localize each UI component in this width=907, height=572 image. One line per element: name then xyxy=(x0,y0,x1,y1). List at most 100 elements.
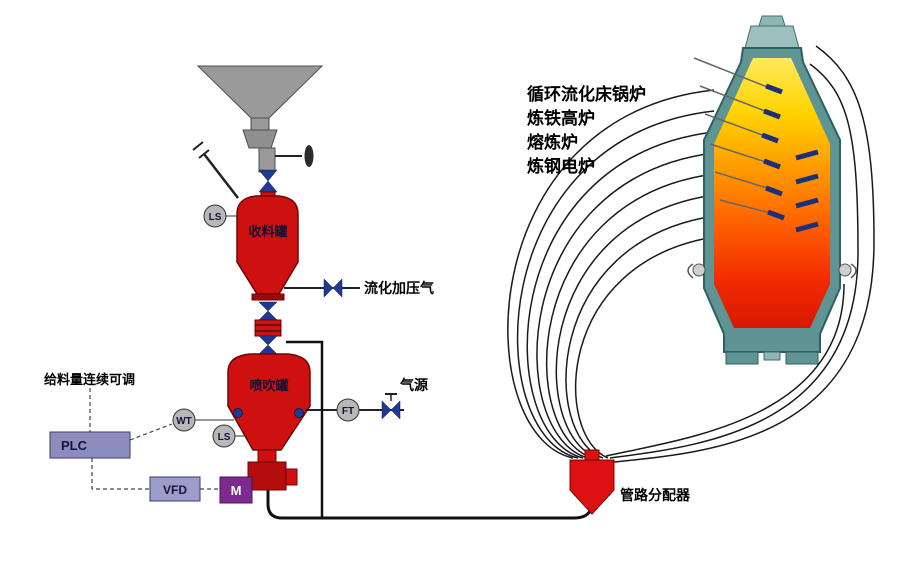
tuyere xyxy=(795,197,819,209)
distribution-pipe xyxy=(565,215,715,459)
inlet-valve-icon xyxy=(258,169,278,182)
signal-line xyxy=(91,458,150,490)
source-valve-icon xyxy=(381,400,392,420)
handwheel-valve xyxy=(304,145,314,167)
distribution-pipe xyxy=(507,89,715,459)
rotary-feeder xyxy=(247,461,287,491)
feed-hopper xyxy=(192,65,324,199)
fluidizing-nozzle xyxy=(233,408,243,418)
motor-label: M xyxy=(231,483,242,498)
receiving-tank-assembly: 收料罐 LS xyxy=(203,169,299,295)
lance xyxy=(693,57,781,93)
lance-tip xyxy=(763,108,781,120)
spool-piece xyxy=(254,319,282,337)
application-item: 炼钢电炉 xyxy=(527,156,595,176)
distribution-pipe xyxy=(545,173,715,459)
feed-note: 给料量连续可调 xyxy=(44,372,135,387)
application-list: 循环流化床锅炉 炼铁高炉 熔炼炉 炼钢电炉 xyxy=(527,84,646,176)
weight-transmitter xyxy=(172,408,196,432)
injection-tank-assembly: 喷吹罐 WT LS xyxy=(172,353,311,451)
distribution-pipe-bundle xyxy=(507,45,875,463)
conveying-lines xyxy=(266,340,594,520)
flow-transmitter-label: FT xyxy=(342,406,354,417)
distributor-stem xyxy=(584,449,600,461)
isolation-valve-icon xyxy=(258,335,278,346)
fluidizing-gas-line: 流化加压气 xyxy=(284,278,434,298)
funnel-connector xyxy=(258,147,276,173)
flow-transmitter xyxy=(336,398,360,422)
trunnion-left xyxy=(692,263,706,277)
receiving-tank-label: 收料罐 xyxy=(248,224,287,239)
lance-tip xyxy=(761,132,779,144)
distribution-pipe-right xyxy=(613,45,875,463)
furnace-flame xyxy=(714,58,830,328)
vfd-label: VFD xyxy=(163,483,187,497)
furnace-taphole xyxy=(763,351,781,361)
cone-flange xyxy=(251,293,285,301)
feeder-and-controls: M 给料量连续可调 PLC VFD xyxy=(44,372,298,504)
application-item: 循环流化床锅炉 xyxy=(527,84,646,104)
gas-source-label: 气源 xyxy=(399,377,428,393)
furnace-charging-cone xyxy=(744,25,800,49)
funnel-neck xyxy=(250,117,270,131)
trunnion-hook-right xyxy=(850,263,857,279)
trunnion-right xyxy=(838,263,852,277)
weight-transmitter-label: WT xyxy=(176,416,192,427)
distributor-label: 管路分配器 xyxy=(620,487,691,503)
application-item: 熔炼炉 xyxy=(527,132,578,152)
lance-tip xyxy=(763,158,781,170)
level-switch-bottom xyxy=(212,424,236,448)
fluidizing-gas-label: 流化加压气 xyxy=(364,280,434,296)
source-valve-icon xyxy=(390,400,401,420)
tuyere xyxy=(795,173,819,185)
feeder-outlet-nub xyxy=(285,468,298,486)
furnace-top-nub xyxy=(758,15,786,27)
level-switch-bottom-label: LS xyxy=(218,432,231,443)
plc-label: PLC xyxy=(61,438,88,453)
distribution-pipe-right xyxy=(609,63,859,459)
signal-line xyxy=(129,423,173,441)
distribution-pipe xyxy=(516,110,715,459)
tuyere xyxy=(795,149,819,161)
furnace xyxy=(687,15,857,365)
receiving-tank xyxy=(236,195,299,295)
distributor-body xyxy=(569,459,615,515)
inter-vessel-piping xyxy=(251,293,285,355)
funnel xyxy=(196,65,324,119)
gas-valve-icon xyxy=(332,278,343,298)
injection-tank xyxy=(227,353,311,451)
isolation-valve-icon xyxy=(258,301,278,312)
application-item: 炼铁高炉 xyxy=(527,108,595,128)
feed-lance-flange xyxy=(192,141,204,151)
funnel-flange xyxy=(242,129,278,149)
vfd-box xyxy=(149,476,201,502)
tuyere xyxy=(795,221,819,233)
gas-valve-icon xyxy=(323,278,334,298)
fluidizing-nozzle xyxy=(294,408,304,418)
injection-lances xyxy=(693,57,819,233)
pipeline-distributor: 管路分配器 xyxy=(569,449,691,515)
inlet-valve-icon xyxy=(258,180,278,193)
distribution-pipe-right xyxy=(605,283,845,457)
feed-lance-pipe xyxy=(203,153,239,199)
injection-tank-label: 喷吹罐 xyxy=(249,378,288,393)
isolation-valve-icon xyxy=(258,344,278,355)
distribution-pipe xyxy=(536,152,715,459)
furnace-foot-right xyxy=(785,351,819,365)
distribution-pipe xyxy=(526,131,715,459)
distribution-pipe xyxy=(555,194,715,459)
distribution-pipe xyxy=(574,236,715,459)
trunnion-hook-left xyxy=(687,263,694,279)
tank-outlet xyxy=(257,449,277,463)
furnace-foot-left xyxy=(725,351,759,365)
plc-box xyxy=(49,431,131,459)
feed-lance-flange xyxy=(198,149,210,159)
lance-tip xyxy=(765,185,783,197)
lance-tip xyxy=(767,209,785,221)
gas-source-line: FT 气源 xyxy=(305,377,428,422)
main-conveying-pipe xyxy=(266,490,594,520)
level-switch-top-label: LS xyxy=(209,212,222,223)
motor-box xyxy=(219,476,253,504)
